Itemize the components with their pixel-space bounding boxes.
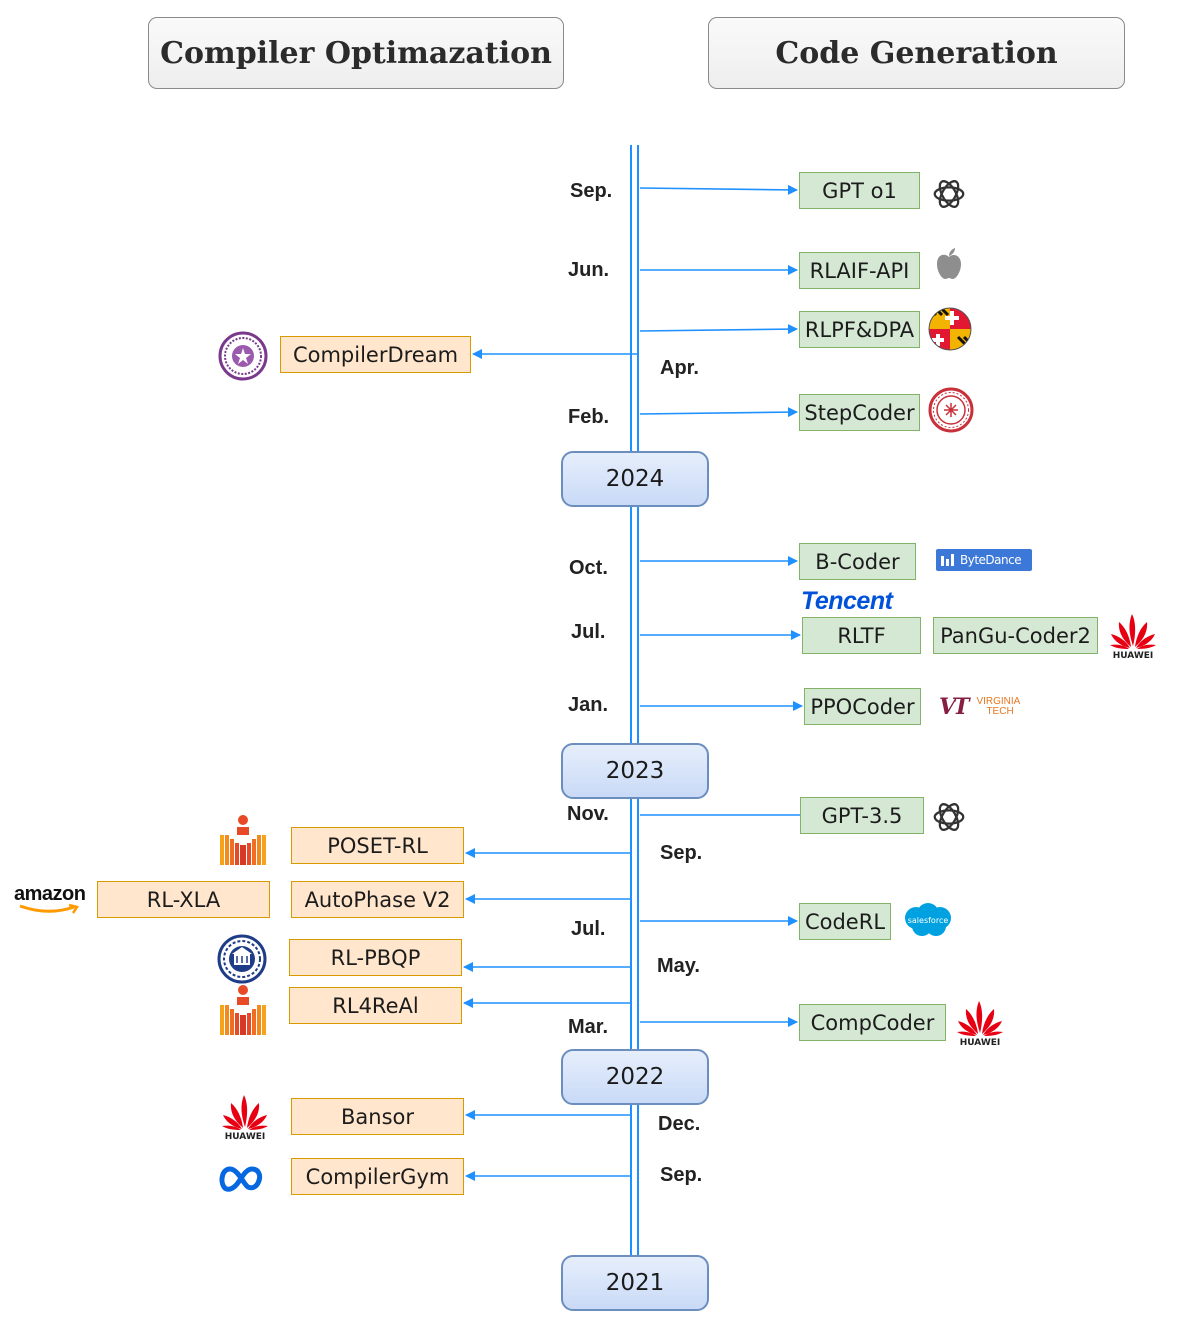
method-pangu-coder2: PanGu-Coder2 bbox=[933, 617, 1098, 654]
method-compilerdream: CompilerDream bbox=[280, 336, 471, 373]
month-label: Nov. bbox=[567, 803, 609, 825]
month-label: Mar. bbox=[568, 1016, 609, 1038]
apple-icon bbox=[933, 246, 965, 282]
method-rlpf-dpa: RLPF&DPA bbox=[799, 311, 920, 348]
method-poset-rl: POSET-RL bbox=[291, 827, 464, 864]
huawei-flower-icon bbox=[222, 1094, 268, 1130]
tencent-logo: Tencent bbox=[801, 587, 893, 615]
month-label: Jan. bbox=[568, 694, 609, 716]
vt-text-2: TECH bbox=[986, 706, 1014, 717]
year-2021: 2021 bbox=[561, 1255, 709, 1311]
method-rl-pbqp: RL-PBQP bbox=[289, 939, 462, 976]
method-rlaif-api: RLAIF-API bbox=[799, 252, 920, 289]
method-gpt-35: GPT-3.5 bbox=[800, 797, 924, 834]
month-label: Sep. bbox=[660, 842, 703, 864]
meta-icon bbox=[217, 1158, 273, 1198]
month-label: Dec. bbox=[658, 1113, 701, 1135]
method-rl4real: RL4ReAl bbox=[289, 987, 462, 1024]
month-label: May. bbox=[657, 955, 700, 977]
amazon-logo: amazon bbox=[14, 882, 98, 918]
year-2024: 2024 bbox=[561, 451, 709, 507]
year-2022: 2022 bbox=[561, 1049, 709, 1105]
virginia-tech-logo: VT VIRGINIA TECH bbox=[939, 692, 1041, 722]
openai-icon bbox=[929, 797, 969, 837]
method-rltf: RLTF bbox=[802, 617, 921, 654]
method-compilergym: CompilerGym bbox=[291, 1158, 464, 1195]
method-gpt-o1: GPT o1 bbox=[799, 172, 920, 209]
vt-mark: VT bbox=[939, 694, 970, 720]
salesforce-logo: salesforce bbox=[900, 900, 956, 940]
bytedance-text: ByteDance bbox=[960, 553, 1022, 567]
month-label: Oct. bbox=[569, 557, 608, 579]
amazon-text: amazon bbox=[14, 883, 86, 905]
huawei-logo: HUAWEI bbox=[952, 994, 1008, 1050]
amazon-smile-icon bbox=[19, 904, 80, 914]
tsinghua-seal-icon bbox=[217, 330, 269, 382]
method-compcoder: CompCoder bbox=[799, 1004, 946, 1041]
header-code-generation: Code Generation bbox=[708, 17, 1125, 89]
umd-flag-icon bbox=[927, 306, 973, 352]
method-ppocoder: PPOCoder bbox=[804, 688, 921, 725]
fudan-seal-icon bbox=[927, 386, 975, 434]
openai-icon bbox=[929, 174, 969, 214]
bytedance-logo: ByteDance bbox=[936, 549, 1032, 571]
method-bansor: Bansor bbox=[291, 1098, 464, 1135]
huawei-flower-icon bbox=[957, 1000, 1003, 1036]
year-2023: 2023 bbox=[561, 743, 709, 799]
method-b-coder: B-Coder bbox=[799, 543, 916, 580]
arrow-gpt-o1 bbox=[639, 184, 798, 195]
university-seal-icon bbox=[216, 933, 268, 985]
header-compiler-optimization: Compiler Optimazation bbox=[148, 17, 564, 89]
iit-hyderabad-icon bbox=[217, 985, 269, 1037]
month-label: Feb. bbox=[568, 406, 610, 428]
method-coderl: CodeRL bbox=[799, 903, 891, 940]
salesforce-text: salesforce bbox=[907, 915, 949, 925]
huawei-text: HUAWEI bbox=[959, 1037, 1001, 1048]
month-label: Jun. bbox=[568, 259, 610, 281]
huawei-flower-icon bbox=[1110, 613, 1156, 649]
arrow-stepcoder bbox=[639, 407, 798, 418]
month-label: Sep. bbox=[660, 1164, 703, 1186]
month-label: Jul. bbox=[571, 621, 606, 643]
huawei-text: HUAWEI bbox=[224, 1131, 266, 1142]
huawei-logo: HUAWEI bbox=[217, 1088, 273, 1144]
month-label: Apr. bbox=[660, 357, 699, 379]
iit-hyderabad-icon bbox=[217, 815, 269, 867]
method-stepcoder: StepCoder bbox=[799, 394, 920, 431]
month-label: Sep. bbox=[570, 180, 613, 202]
huawei-logo: HUAWEI bbox=[1105, 607, 1161, 663]
vt-text-1: VIRGINIA bbox=[976, 696, 1021, 707]
method-rl-xla: RL-XLA bbox=[97, 881, 270, 918]
method-autophase-v2: AutoPhase V2 bbox=[291, 881, 464, 918]
month-label: Jul. bbox=[571, 918, 606, 940]
arrow-rlpf-dpa bbox=[639, 324, 798, 335]
huawei-text: HUAWEI bbox=[1112, 650, 1154, 661]
